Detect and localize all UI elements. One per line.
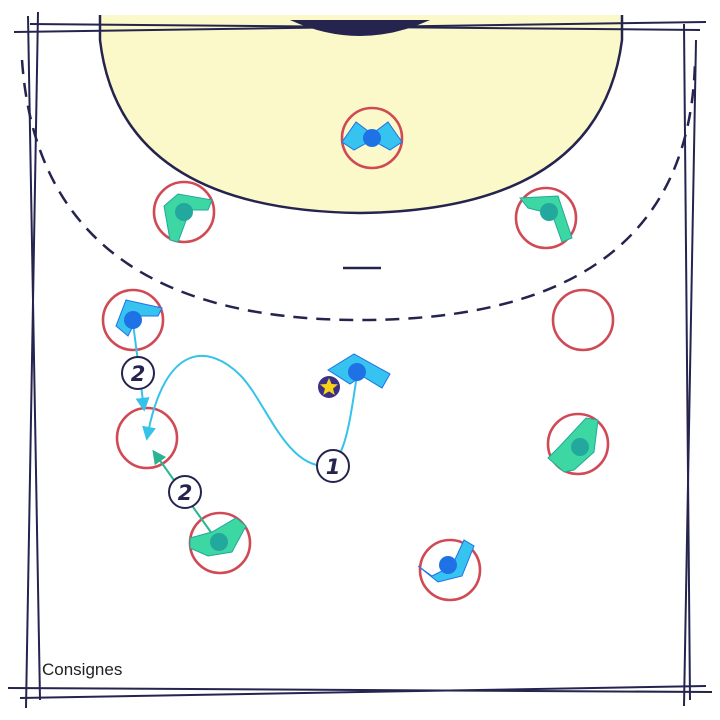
goal-area bbox=[100, 15, 622, 213]
spot-ring-right-wing-defense bbox=[514, 186, 578, 250]
step-badge-two-lower: 2 bbox=[168, 475, 202, 509]
caption-text: Consignes bbox=[42, 660, 123, 679]
spot-ring-left-wing-defense bbox=[152, 180, 216, 244]
step-badge-two-lower-label: 2 bbox=[178, 481, 193, 505]
attacker-icon bbox=[327, 353, 391, 389]
spot-ring-right-side bbox=[546, 412, 610, 476]
defender-icon bbox=[163, 193, 213, 243]
court-border bbox=[7, 11, 713, 709]
step-badge-two-upper: 2 bbox=[121, 356, 155, 390]
defender-icon bbox=[519, 195, 573, 243]
run-path bbox=[142, 354, 358, 468]
spot-ring-goalkeeper bbox=[340, 106, 404, 170]
star-icon bbox=[318, 376, 340, 398]
free-throw-line bbox=[20, 59, 697, 322]
step-badge-one-label: 1 bbox=[326, 455, 341, 479]
step-badge-two-upper-label: 2 bbox=[131, 362, 146, 386]
attacker-icon bbox=[417, 539, 475, 583]
goal-area-line bbox=[98, 15, 624, 215]
spot-ring-left-back bbox=[101, 288, 165, 352]
defender-icon bbox=[189, 517, 247, 557]
spot-ring-center-low bbox=[418, 538, 482, 602]
attacker-icon bbox=[115, 299, 163, 337]
attacker-icon bbox=[341, 121, 403, 151]
defender-icon bbox=[547, 417, 599, 473]
spot-ring-right-back-empty bbox=[551, 288, 615, 352]
step-badge-one: 1 bbox=[316, 449, 350, 483]
